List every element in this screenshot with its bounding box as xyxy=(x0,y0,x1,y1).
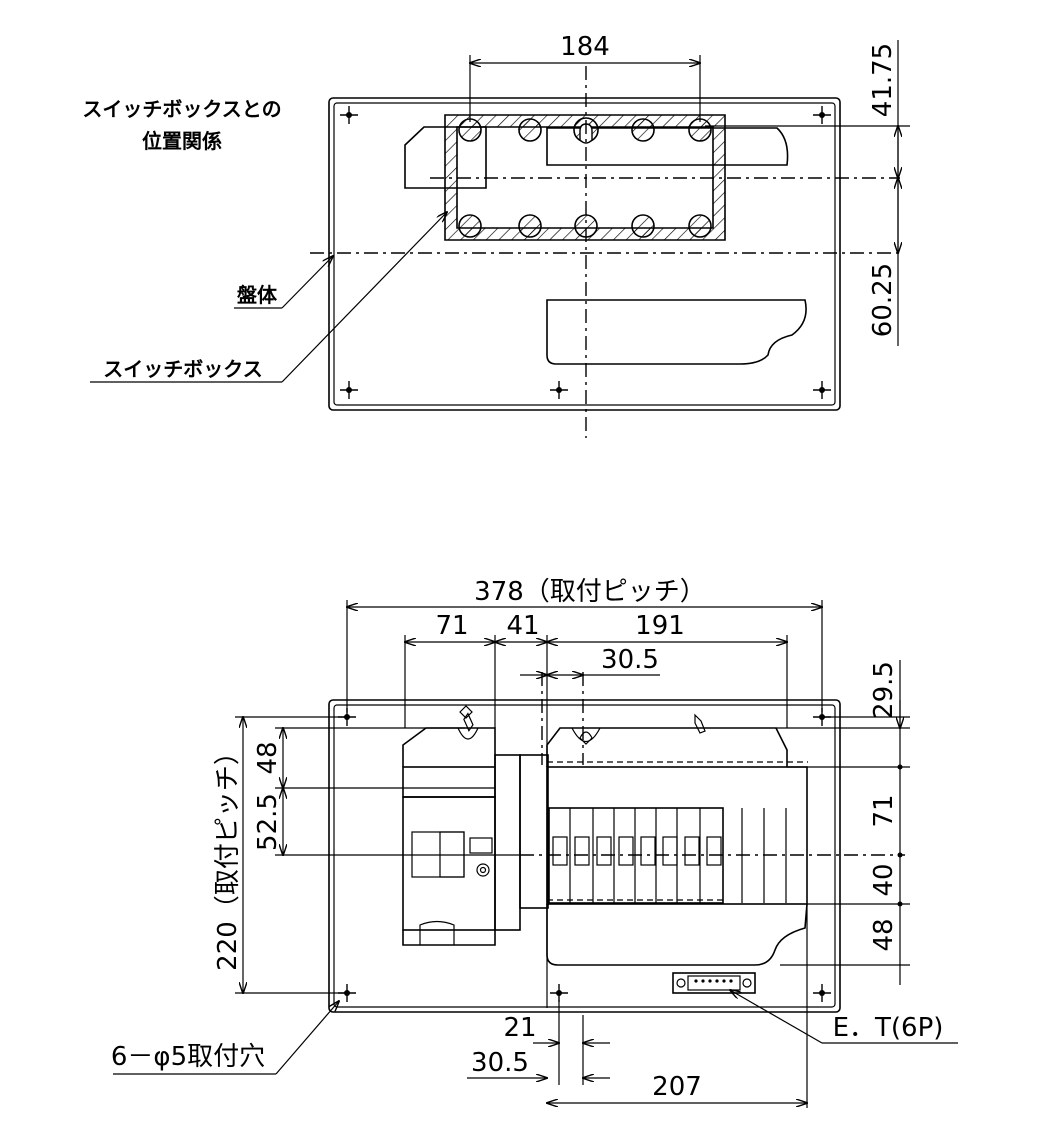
label-mount-holes: 6－φ5取付穴 xyxy=(111,1042,265,1072)
dim-48-left: 48 xyxy=(253,741,283,774)
dim-71-right: 71 xyxy=(869,794,899,827)
dim-184: 184 xyxy=(560,32,610,62)
upper-right-window xyxy=(546,127,789,166)
dim-191: 191 xyxy=(635,611,685,641)
dim-71-top: 71 xyxy=(435,611,468,641)
dim-378-pitch: 378（取付ピッチ） xyxy=(474,577,706,607)
dim-48-right: 48 xyxy=(869,918,899,951)
dim-30-5-bottom: 30.5 xyxy=(471,1048,529,1078)
dim-207: 207 xyxy=(652,1072,702,1102)
main-breaker xyxy=(402,705,549,946)
dim-52-5: 52.5 xyxy=(253,793,283,851)
dim-29-5: 29.5 xyxy=(869,661,899,719)
front-panel-inner xyxy=(333,704,836,1008)
front-panel-outline xyxy=(328,699,841,1013)
dim-220-pitch: 220（取付ピッチ） xyxy=(213,739,243,971)
dim-40: 40 xyxy=(869,863,899,896)
branch-breakers xyxy=(546,713,808,966)
caption-line2: 位置関係 xyxy=(142,129,222,153)
lower-window xyxy=(546,299,807,365)
earth-terminal xyxy=(672,972,756,994)
dim-60-25: 60.25 xyxy=(868,263,898,337)
label-panel: 盤体 xyxy=(237,283,278,307)
label-switch-box: スイッチボックス xyxy=(103,357,262,381)
dim-21: 21 xyxy=(503,1013,536,1043)
caption-line1: スイッチボックスとの xyxy=(82,97,281,121)
switch-box-frame xyxy=(444,114,726,241)
switch-box-lugs xyxy=(458,117,712,238)
label-earth-terminal: E．T(6P) xyxy=(833,1013,944,1043)
dim-41: 41 xyxy=(506,611,539,641)
dim-41-75: 41.75 xyxy=(868,43,898,117)
dim-30-5-top: 30.5 xyxy=(601,645,659,675)
top-view: 184 41.75 60.25 スイッチボックスとの 位置関係 盤体 スイッチボ… xyxy=(82,32,910,438)
panel-inner-outline xyxy=(333,102,836,406)
front-view: 378（取付ピッチ） 71 41 191 30.5 220（取付ピッチ） 48 … xyxy=(111,577,958,1108)
